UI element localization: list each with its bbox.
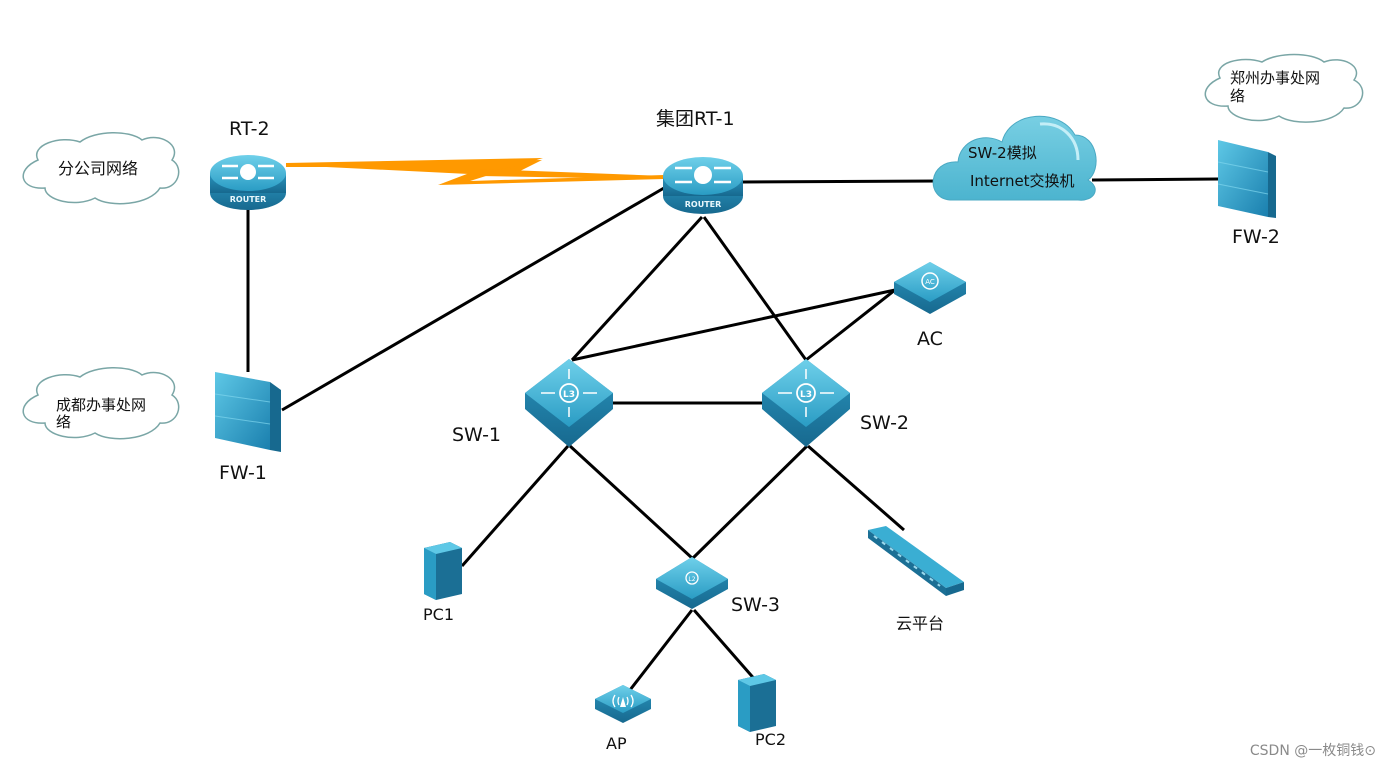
branch-cloud[interactable] bbox=[22, 132, 180, 205]
link-sw2-ac[interactable] bbox=[805, 288, 896, 362]
link-sw2-cloudplatform[interactable] bbox=[807, 444, 905, 532]
link-internet-fw2[interactable] bbox=[1091, 177, 1219, 182]
link-sw3-ap[interactable] bbox=[628, 609, 694, 691]
link-fw1-rt1[interactable] bbox=[281, 186, 665, 412]
ac-label: AC bbox=[917, 328, 943, 350]
sw3-core-text: L2 bbox=[688, 576, 695, 583]
rt2-label: RT-2 bbox=[229, 118, 270, 140]
rt1-label: 集团RT-1 bbox=[656, 108, 735, 130]
fw2-firewall-icon[interactable] bbox=[1217, 140, 1276, 218]
ap-icon[interactable] bbox=[595, 685, 651, 723]
sw1-label: SW-1 bbox=[452, 424, 502, 446]
link-sw1-pc1[interactable] bbox=[460, 445, 570, 567]
links bbox=[246, 158, 1219, 691]
fw1-label: FW-1 bbox=[219, 462, 267, 484]
fw2-label: FW-2 bbox=[1232, 226, 1280, 248]
ac-core-text: AC bbox=[925, 278, 935, 286]
fw1-firewall-icon[interactable] bbox=[214, 366, 281, 452]
zhengzhou-cloud[interactable] bbox=[1204, 53, 1364, 123]
zhengzhou-cloud-label-line1: 郑州办事处网 bbox=[1230, 69, 1321, 87]
link-sw2-sw3[interactable] bbox=[691, 444, 809, 560]
ac-switch-icon[interactable]: AC bbox=[894, 262, 966, 314]
pc1-icon[interactable] bbox=[424, 542, 462, 600]
cloud-platform-label: 云平台 bbox=[896, 614, 945, 633]
rt1-router-icon[interactable]: ROUTER bbox=[663, 157, 743, 214]
link-sw1-ac[interactable] bbox=[571, 288, 896, 362]
link-rt1-sw2[interactable] bbox=[702, 216, 808, 361]
pc1-label: PC1 bbox=[423, 605, 454, 624]
sw3-l2-switch-icon[interactable]: L2 bbox=[656, 557, 728, 609]
link-sw3-pc2[interactable] bbox=[692, 609, 759, 683]
chengdu-cloud-label-line1: 成都办事处网 bbox=[56, 396, 147, 414]
chengdu-cloud-label-line2: 络 bbox=[56, 413, 72, 431]
watermark: CSDN @一枚铜钱⊙ bbox=[1249, 743, 1376, 759]
internet-cloud-label-line1: SW-2模拟 bbox=[968, 144, 1037, 162]
sw2-core-text: L3 bbox=[800, 390, 812, 400]
pc2-icon[interactable] bbox=[738, 674, 776, 732]
chengdu-cloud[interactable] bbox=[22, 367, 180, 440]
sw2-l3-switch-icon[interactable]: L3 bbox=[762, 359, 850, 447]
internet-cloud[interactable] bbox=[932, 115, 1097, 201]
link-sw1-sw3[interactable] bbox=[568, 444, 694, 560]
link-rt2-rt1-serial[interactable] bbox=[286, 158, 665, 185]
cloud-platform-server-icon[interactable] bbox=[868, 526, 964, 596]
zhengzhou-cloud-label-line2: 络 bbox=[1230, 87, 1246, 105]
pc2-label: PC2 bbox=[755, 730, 786, 749]
branch-cloud-label: 分公司网络 bbox=[58, 159, 139, 178]
link-rt1-sw1[interactable] bbox=[570, 215, 704, 362]
sw2-label: SW-2 bbox=[860, 412, 910, 434]
link-rt1-internet[interactable] bbox=[741, 179, 941, 184]
sw3-label: SW-3 bbox=[731, 594, 781, 616]
sw1-core-text: L3 bbox=[563, 390, 575, 400]
internet-cloud-label-line2: Internet交换机 bbox=[970, 172, 1075, 190]
rt2-router-icon[interactable]: ROUTER bbox=[210, 155, 286, 210]
sw1-l3-switch-icon[interactable]: L3 bbox=[525, 359, 613, 447]
ap-label: AP bbox=[606, 734, 627, 753]
rt2-badge: ROUTER bbox=[230, 195, 267, 204]
rt1-badge: ROUTER bbox=[685, 200, 722, 209]
